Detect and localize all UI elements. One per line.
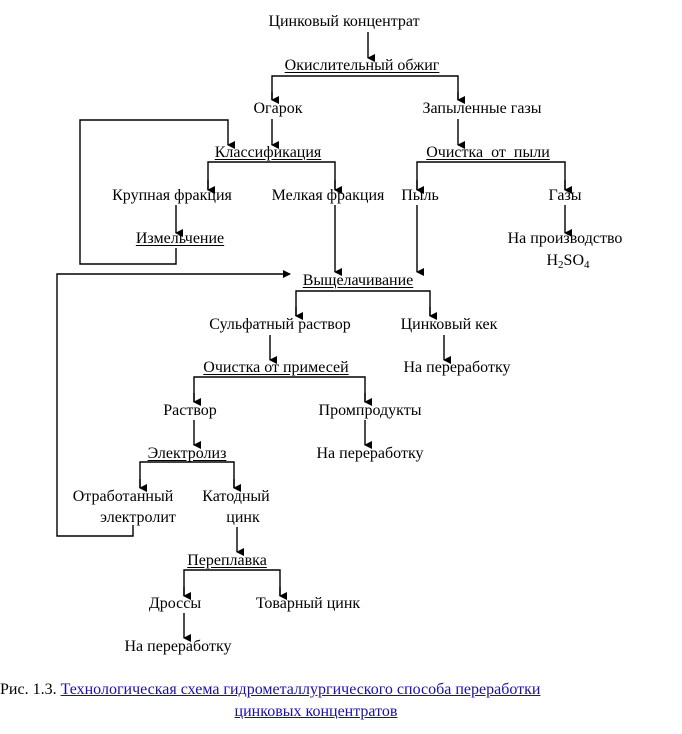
h2so4-sub2: 2 [558,259,564,271]
branch-leaching [295,290,431,316]
node-cathode-zinc-line2: цинк [226,509,260,526]
node-to-production: На производство [507,230,623,247]
node-solution: Раствор [163,402,217,419]
node-oxidizing-roast: Окислительный обжиг [284,57,440,74]
caption-link-line1[interactable]: Технологическая схема гидрометаллургичес… [60,681,541,698]
branch-electrolysis [139,461,235,488]
node-calcine: Огарок [253,100,303,117]
node-leaching: Выщелачивание [302,272,414,289]
h2so4-sub4: 4 [584,259,590,271]
node-to-processing-1: На переработку [403,359,511,376]
node-electrolysis: Электролиз [147,445,227,462]
node-classification: Классификация [214,144,322,161]
node-intermediates: Промпродукты [318,402,422,419]
h2so4-mid: SO [563,252,585,269]
node-to-processing-3: На переработку [124,638,232,655]
node-dust-cleaning: Очистка от пыли [426,144,550,161]
node-cathode-zinc-line1: Катодный [202,488,270,505]
node-zinc-concentrate: Цинковый концентрат [268,13,420,30]
branch-remelting [183,569,281,596]
branch-classification [207,161,336,190]
branch-dust-cleaning [416,161,566,190]
node-fine-fraction: Мелкая фракция [271,187,385,204]
node-sulfate-solution: Сульфатный раствор [209,316,351,333]
node-zinc-cake: Цинковый кек [400,316,498,333]
node-to-processing-2: На переработку [316,445,424,462]
node-dust: Пыль [401,187,439,204]
node-commercial-zinc: Товарный цинк [255,595,361,612]
node-gases: Газы [548,187,582,204]
branch-roast [271,75,459,100]
caption-link-line2[interactable]: цинковых концентратов [234,703,398,720]
node-dusty-gases: Запыленные газы [422,100,542,117]
branch-impurity [193,376,366,402]
node-remelting: Переплавка [187,552,267,569]
node-h2so4: H2SO4 [546,252,589,274]
node-dross: Дроссы [148,595,202,612]
loop-grinding-recycle [79,119,235,265]
caption-prefix: Рис. 1.3. [0,681,57,698]
figure-caption-line2: цинковых концентратов [235,702,398,722]
node-impurity-cleaning: Очистка от примесей [203,359,349,376]
node-spent-electrolyte-line2: электролит [100,509,176,526]
h2so4-base: H [546,252,559,269]
node-coarse-fraction: Крупная фракция [112,187,232,204]
figure-caption-line1: Рис. 1.3. Технологическая схема гидромет… [0,680,540,700]
node-grinding: Измельчение [135,230,225,247]
node-spent-electrolyte-line1: Отработанный [72,488,174,505]
loop-electrolyte-return [56,270,291,537]
